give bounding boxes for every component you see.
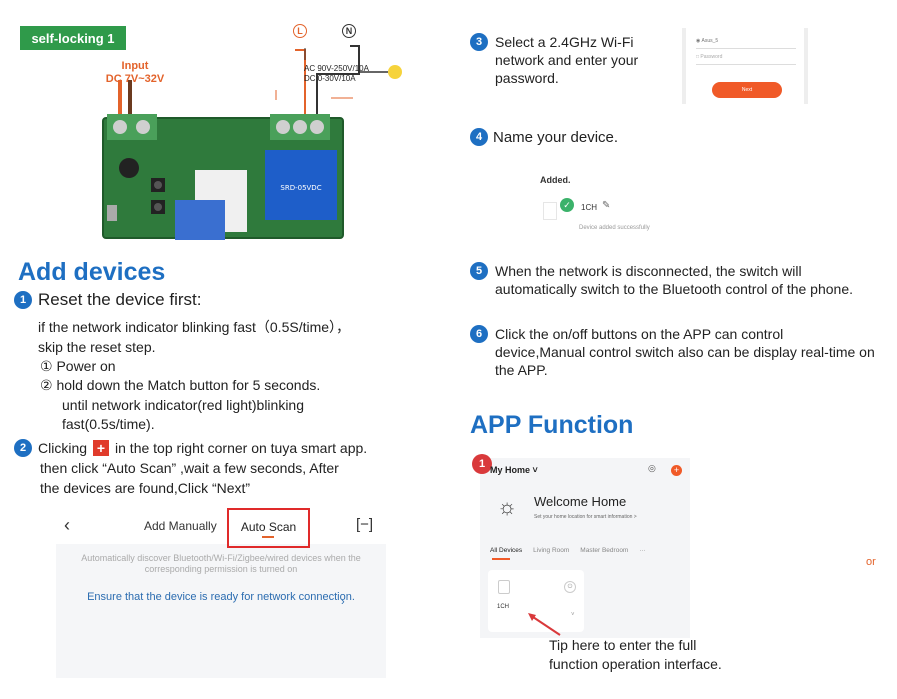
more-tabs-icon[interactable]: ···	[639, 547, 646, 554]
added-success-text: Device added successfully	[579, 225, 650, 231]
step-2-heading: 2 Clicking + in the top right corner on …	[14, 439, 367, 457]
step-1-title: Reset the device first:	[38, 290, 202, 309]
step-2-suffix: in the top right corner on tuya smart ap…	[115, 440, 368, 456]
tab-all-devices[interactable]: All Devices	[490, 547, 523, 554]
text-fragment: or	[866, 556, 876, 568]
tab-add-manually[interactable]: Add Manually	[144, 519, 217, 533]
relay-board-image: SRD-05VDC	[102, 45, 402, 240]
home-selector[interactable]: My Home ˅	[490, 465, 538, 475]
app-function-heading: APP Function	[470, 411, 634, 439]
device-thumbnail	[543, 202, 557, 220]
sun-icon: ☼	[497, 494, 518, 519]
step-3-number-icon: 3	[470, 33, 488, 51]
divider	[696, 48, 796, 49]
step-1-line: until network indicator(red light)blinki…	[62, 397, 305, 413]
welcome-title: Welcome Home	[534, 494, 627, 509]
step-badge: 1	[472, 454, 492, 474]
wifi-next-button[interactable]: Next	[712, 82, 782, 98]
tab-living-room[interactable]: Living Room	[533, 547, 570, 554]
room-tabs: All Devices Living Room Master Bedroom ·…	[490, 547, 646, 554]
step-1-number-icon: 1	[14, 291, 32, 309]
device-name: 1CH	[497, 604, 510, 610]
mic-icon[interactable]: ◎	[648, 463, 656, 473]
step-2-number-icon: 2	[14, 439, 32, 457]
step-3-text: Select a 2.4GHz Wi-Fi network and enter …	[495, 34, 639, 86]
check-icon: ✓	[560, 198, 574, 212]
step-4-text: Name your device.	[493, 128, 619, 146]
add-devices-heading: Add devices	[18, 258, 166, 286]
step-6-text: Click the on/off buttons on the APP can …	[495, 326, 875, 378]
step-6: 6 Click the on/off buttons on the APP ca…	[470, 325, 875, 379]
tab-active-indicator	[492, 558, 510, 560]
terminal-l-label: L	[293, 24, 307, 38]
step-4-number-icon: 4	[470, 128, 488, 146]
step-3: 3 Select a 2.4GHz Wi-Fi network and ente…	[470, 33, 675, 87]
svg-text:SRD-05VDC: SRD-05VDC	[280, 184, 321, 192]
welcome-subtitle[interactable]: Set your home location for smart informa…	[534, 514, 637, 520]
add-device-plus-icon[interactable]: +	[671, 465, 682, 476]
step-5-number-icon: 5	[470, 262, 488, 280]
input-voltage-label: Input DC 7V~32V	[105, 60, 165, 85]
back-arrow-icon[interactable]: ‹	[64, 515, 70, 535]
output-rating-label: AC 90V-250V/10A DC 0-30V/10A	[304, 64, 369, 83]
step-5: 5 When the network is disconnected, the …	[470, 262, 875, 298]
step-1-line: fast(0.5s/time).	[62, 416, 155, 432]
device-thumbnail	[498, 580, 510, 594]
step-1-line: if the network indicator blinking fast（0…	[38, 319, 351, 335]
step-1-line: ① Power on	[40, 358, 116, 374]
chevron-right-icon: ›	[341, 596, 345, 608]
terminal-n-label: N	[342, 24, 356, 38]
added-title: Added.	[540, 175, 571, 185]
scan-code-icon[interactable]: [−]	[356, 516, 374, 533]
self-locking-tag: self-locking 1	[20, 26, 126, 50]
tip-text: Tip here to enter the full function oper…	[549, 637, 722, 672]
scan-description: Automatically discover Bluetooth/Wi-Fi/Z…	[81, 553, 361, 574]
step-2-line: then click “Auto Scan” ,wait a few secon…	[40, 460, 339, 476]
step-2-line: the devices are found,Click “Next”	[40, 480, 251, 496]
step-6-number-icon: 6	[470, 325, 488, 343]
tab-auto-scan[interactable]: Auto Scan	[227, 508, 310, 548]
step-1-line: skip the reset step.	[38, 339, 156, 355]
chevron-down-icon: ˅	[571, 612, 575, 618]
wifi-password-field[interactable]: □ Password	[696, 54, 723, 60]
tab-active-indicator	[262, 536, 274, 538]
wifi-ssid-field[interactable]: ◉ Asus_5	[696, 38, 719, 44]
step-1-line: ② hold down the Match button for 5 secon…	[40, 377, 321, 393]
step-1-heading: 1 Reset the device first:	[14, 290, 201, 310]
step-4: 4 Name your device.	[470, 128, 618, 146]
plus-icon: +	[93, 440, 110, 456]
edit-pen-icon[interactable]: ✎	[602, 200, 611, 211]
added-device-name: 1CH	[581, 203, 598, 212]
divider	[696, 64, 796, 65]
device-ready-link[interactable]: Ensure that the device is ready for netw…	[87, 591, 355, 603]
power-icon[interactable]: ⏻	[564, 581, 576, 593]
tip-arrow-icon	[528, 613, 561, 636]
tab-master-bedroom[interactable]: Master Bedroom	[580, 547, 629, 554]
step-5-text: When the network is disconnected, the sw…	[495, 263, 853, 297]
step-2-prefix: Clicking	[38, 440, 88, 456]
scan-header	[56, 508, 386, 544]
